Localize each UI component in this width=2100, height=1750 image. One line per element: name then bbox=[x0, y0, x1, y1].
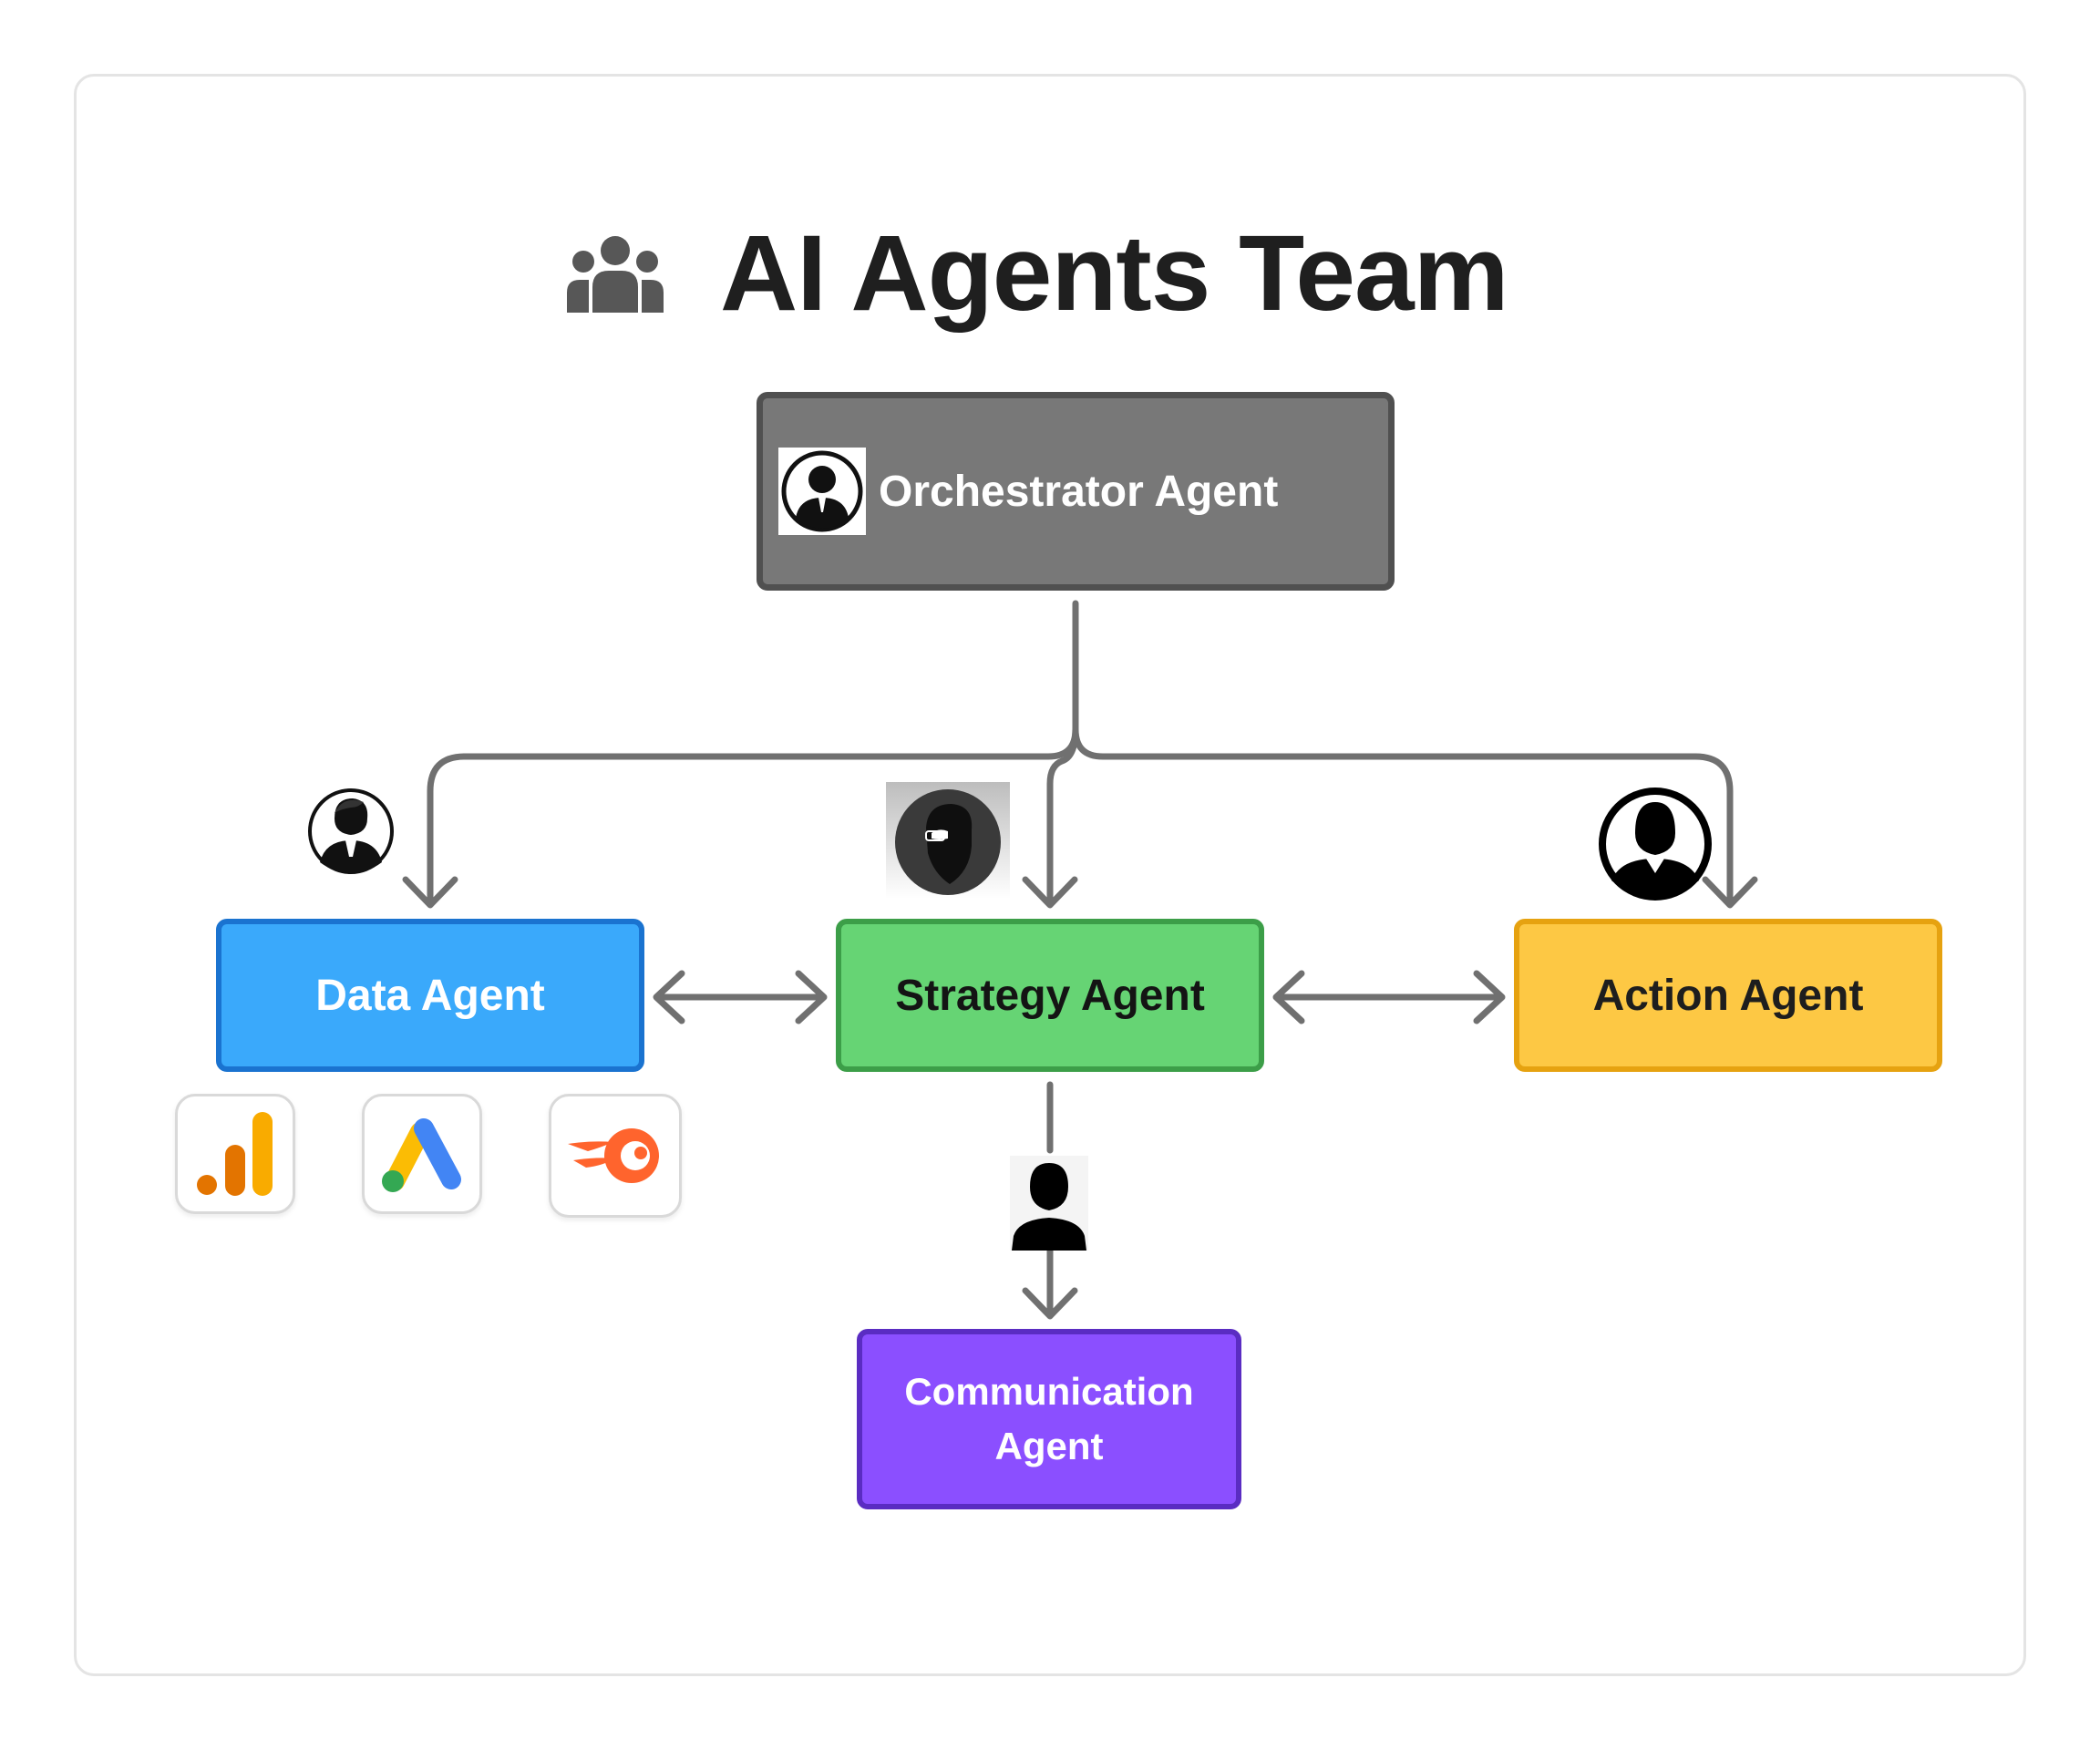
man-suit-avatar-icon bbox=[307, 788, 395, 880]
semrush-icon bbox=[549, 1094, 682, 1218]
google-ads-icon bbox=[362, 1094, 482, 1214]
team-group-icon bbox=[567, 236, 664, 313]
arrowhead-data-strategy-right bbox=[795, 970, 828, 1024]
google-analytics-icon bbox=[175, 1094, 295, 1214]
action-agent-label: Action Agent bbox=[1592, 971, 1864, 1020]
title-area: AI Agents Team bbox=[565, 210, 1509, 337]
communication-agent-label-line1: Communication bbox=[904, 1370, 1194, 1413]
strategy-agent-label: Strategy Agent bbox=[895, 971, 1205, 1020]
orchestrator-agent-node[interactable]: Orchestrator Agent bbox=[757, 392, 1395, 591]
communication-agent-label-line2: Agent bbox=[994, 1425, 1104, 1467]
communication-agent-node[interactable]: Communication Agent bbox=[857, 1329, 1241, 1509]
arrowhead-strategy bbox=[1022, 876, 1078, 909]
action-agent-node[interactable]: Action Agent bbox=[1514, 919, 1942, 1072]
woman-avatar-icon bbox=[1597, 786, 1714, 907]
arrowhead-action bbox=[1702, 876, 1758, 909]
arrowhead-communication bbox=[1022, 1287, 1078, 1320]
arrowhead-data bbox=[402, 876, 458, 909]
arrowhead-strategy-action-left bbox=[1272, 970, 1305, 1024]
arrowhead-data-strategy-left bbox=[653, 970, 685, 1024]
businessman-avatar-icon bbox=[778, 448, 866, 535]
person-silhouette-icon bbox=[1010, 1156, 1088, 1255]
data-agent-label: Data Agent bbox=[315, 971, 545, 1020]
data-agent-node[interactable]: Data Agent bbox=[216, 919, 644, 1072]
edge-orchestrator-to-strategy bbox=[1046, 726, 1079, 906]
page-title: AI Agents Team bbox=[720, 213, 1509, 334]
strategy-agent-node[interactable]: Strategy Agent bbox=[836, 919, 1264, 1072]
edge-orchestrator-to-action bbox=[1072, 726, 1734, 906]
bearded-man-avatar-icon bbox=[886, 782, 1010, 903]
orchestrator-agent-label: Orchestrator Agent bbox=[879, 467, 1279, 516]
arrowhead-strategy-action-right bbox=[1473, 970, 1506, 1024]
